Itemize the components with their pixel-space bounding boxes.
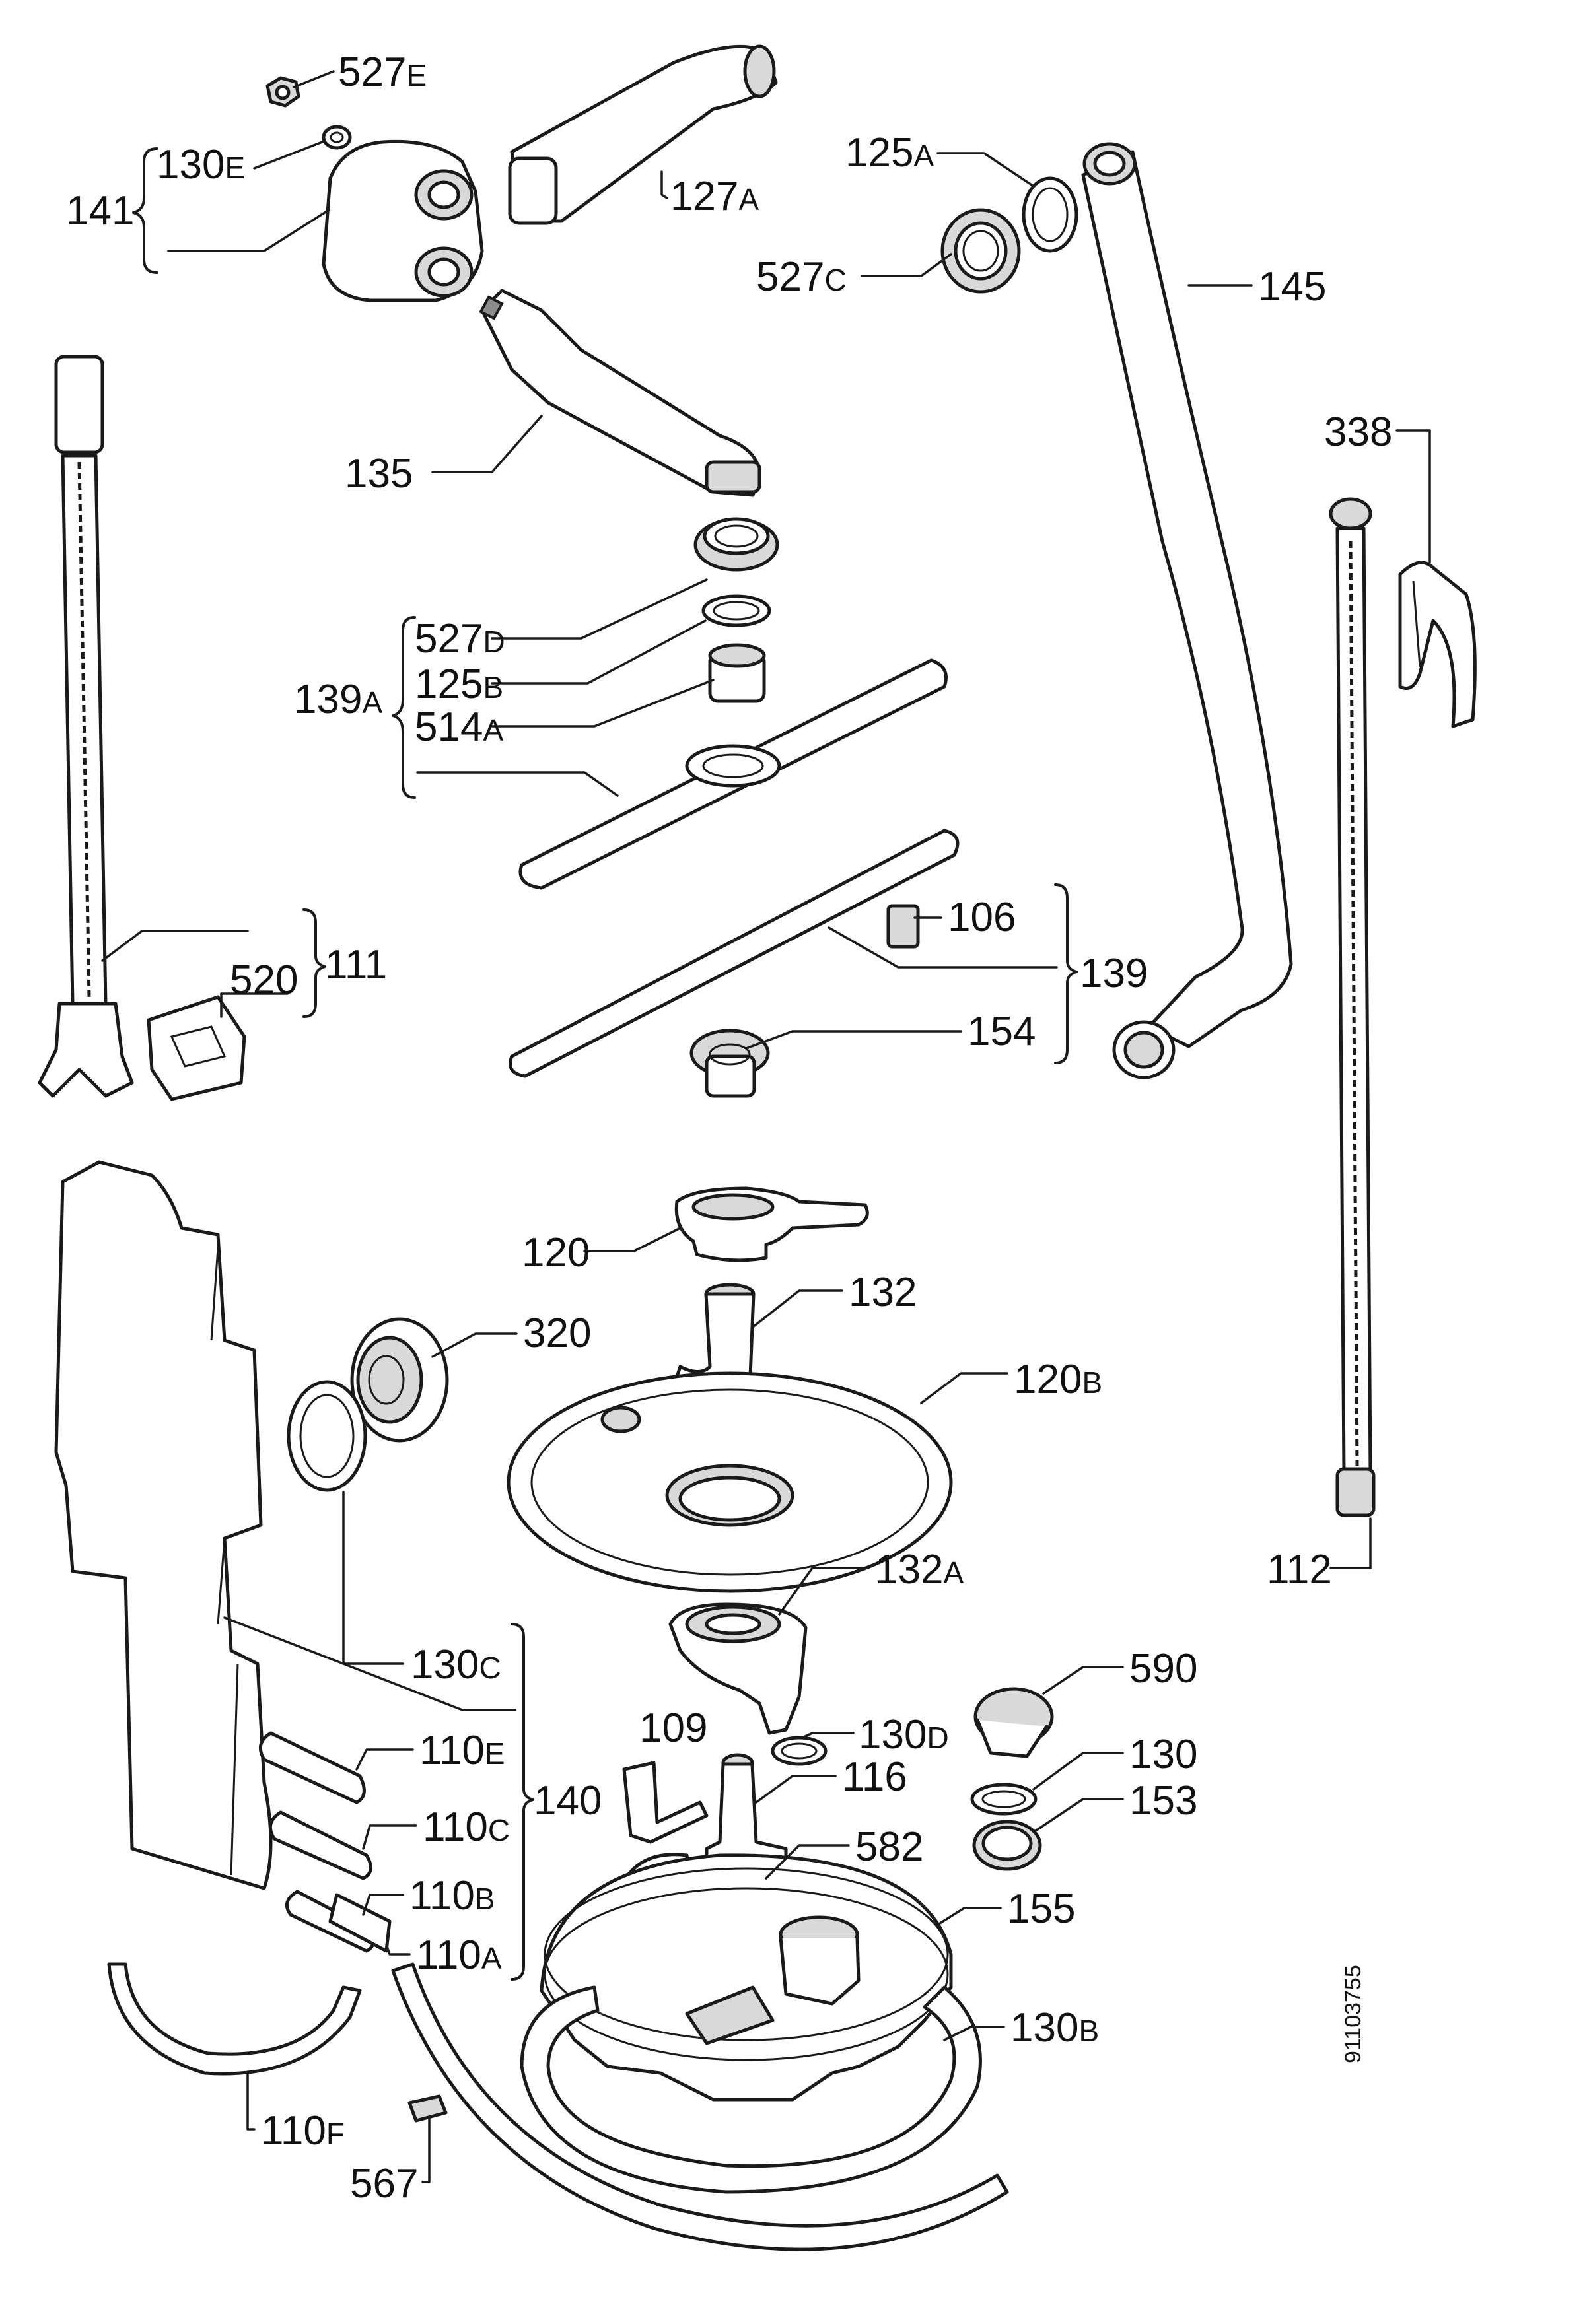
part-filter-plate-120b[interactable] xyxy=(507,1371,953,1593)
label-582: 582 xyxy=(855,1824,923,1870)
label-154: 154 xyxy=(968,1009,1036,1054)
label-527d: 527D xyxy=(415,616,505,662)
leader-lines xyxy=(101,70,1431,2183)
part-ring-125a[interactable] xyxy=(1022,176,1078,253)
label-112: 112 xyxy=(1267,1547,1332,1592)
label-153: 153 xyxy=(1129,1778,1197,1824)
part-spray-arm-139a[interactable] xyxy=(518,658,948,890)
label-527e: 527E xyxy=(338,50,427,95)
label-110f: 110F xyxy=(261,2108,345,2154)
label-155: 155 xyxy=(1007,1886,1075,1932)
label-590: 590 xyxy=(1129,1646,1197,1692)
part-disc-153[interactable] xyxy=(972,1820,1042,1871)
part-inlet-hose-111[interactable] xyxy=(38,355,134,1098)
label-320: 320 xyxy=(523,1311,591,1356)
part-washer-130e[interactable] xyxy=(322,125,352,150)
label-110b: 110B xyxy=(409,1873,495,1919)
label-110c: 110C xyxy=(423,1804,510,1850)
part-manifold-141[interactable] xyxy=(322,139,484,302)
part-cap-120[interactable] xyxy=(674,1186,869,1262)
drawing-code: 91103755 xyxy=(1341,1965,1366,2063)
label-110e: 110E xyxy=(419,1728,505,1773)
label-135: 135 xyxy=(345,451,413,496)
part-spray-arm-139[interactable] xyxy=(509,829,960,1078)
label-338: 338 xyxy=(1324,409,1392,455)
label-132a: 132A xyxy=(875,1547,964,1592)
part-gasket-130b[interactable] xyxy=(520,1985,982,2194)
label-145: 145 xyxy=(1258,264,1326,310)
label-139: 139 xyxy=(1080,951,1148,996)
part-clip-567[interactable] xyxy=(407,2094,448,2123)
label-130d: 130D xyxy=(859,1712,949,1758)
label-125b: 125B xyxy=(415,662,503,707)
label-139a: 139A xyxy=(294,677,382,722)
part-nut-527e[interactable] xyxy=(265,76,300,108)
label-520: 520 xyxy=(230,957,298,1003)
part-flex-pipe-112[interactable] xyxy=(1329,497,1376,1517)
label-130b: 130B xyxy=(1010,2005,1099,2051)
label-527c: 527C xyxy=(756,254,847,300)
label-132: 132 xyxy=(849,1270,917,1315)
part-ring-130[interactable] xyxy=(970,1783,1038,1816)
label-109: 109 xyxy=(639,1705,707,1751)
part-bracket-109[interactable] xyxy=(622,1761,709,1844)
part-housing-140[interactable] xyxy=(54,1160,273,1890)
part-clip-106[interactable] xyxy=(886,904,920,949)
part-nut-527c[interactable] xyxy=(940,208,1021,294)
part-riser-pipe-145[interactable] xyxy=(1081,142,1293,1079)
label-120: 120 xyxy=(522,1230,590,1276)
label-106: 106 xyxy=(948,895,1016,940)
part-clip-338[interactable] xyxy=(1398,561,1477,728)
label-140: 140 xyxy=(534,1778,602,1824)
part-drain-hose[interactable] xyxy=(391,1962,1009,2251)
label-125a: 125A xyxy=(845,130,934,176)
part-block-520[interactable] xyxy=(147,995,246,1101)
part-upper-spray-arm-135[interactable] xyxy=(479,289,761,497)
part-duct-127a[interactable] xyxy=(508,44,778,225)
part-hub-132a[interactable] xyxy=(668,1602,808,1735)
part-labels: 527E 130E 141 127A 125A 527C 145 135 338… xyxy=(66,50,1392,2206)
part-tube-110e[interactable] xyxy=(258,1731,366,1804)
label-120b: 120B xyxy=(1014,1357,1102,1402)
label-130e: 130E xyxy=(157,142,245,188)
label-111: 111 xyxy=(325,942,387,988)
part-nut-527d[interactable] xyxy=(693,517,779,572)
label-514a: 514A xyxy=(415,704,503,750)
part-tube-110c[interactable] xyxy=(268,1810,372,1880)
group-braces xyxy=(132,147,1078,1981)
part-ring-130d[interactable] xyxy=(771,1736,828,1766)
part-seal-130c[interactable] xyxy=(287,1380,367,1492)
part-plug-590[interactable] xyxy=(973,1687,1054,1758)
label-567: 567 xyxy=(350,2161,418,2206)
part-ring-125b[interactable] xyxy=(701,594,771,627)
part-hub-154[interactable] xyxy=(689,1029,770,1098)
part-tube-110a[interactable] xyxy=(328,1893,392,1953)
part-hose-110f[interactable] xyxy=(107,1962,362,2076)
label-130: 130 xyxy=(1129,1732,1197,1777)
part-valve-320[interactable] xyxy=(350,1317,449,1443)
label-127a: 127A xyxy=(670,174,759,219)
label-110a: 110A xyxy=(416,1932,502,1978)
label-141: 141 xyxy=(66,188,134,234)
label-130c: 130C xyxy=(411,1642,501,1688)
part-sump-155[interactable] xyxy=(540,1853,953,2102)
part-bearing-514a[interactable] xyxy=(708,643,766,703)
label-116: 116 xyxy=(842,1754,907,1800)
